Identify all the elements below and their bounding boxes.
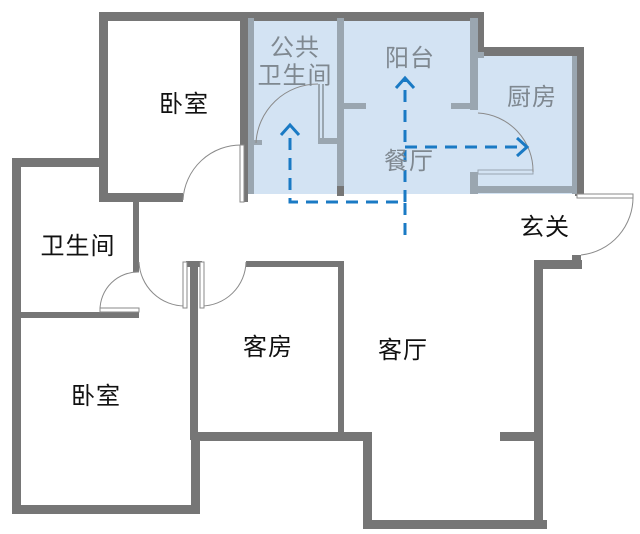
room-label-master-bedroom: 卧室 <box>159 90 209 118</box>
room-label-guest-room: 客房 <box>243 333 293 361</box>
shaded-inner-walls <box>248 18 577 194</box>
arrow-up-icon <box>394 75 416 90</box>
room-label-bathroom: 卫生间 <box>40 232 116 260</box>
route-arrows <box>279 75 530 235</box>
arrow-up-icon <box>279 122 301 137</box>
route-to-public-bathroom <box>288 132 407 235</box>
room-label-entrance: 玄关 <box>520 213 570 241</box>
arrow-right-icon <box>515 136 530 158</box>
room-label-dining: 餐厅 <box>384 147 434 175</box>
room-label-kitchen: 厨房 <box>507 83 557 111</box>
room-label-public-bathroom: 公共 卫生间 <box>257 33 333 89</box>
room-label-bedroom: 卧室 <box>71 382 121 410</box>
shaded-zone <box>248 18 578 194</box>
room-label-balcony: 阳台 <box>385 44 435 72</box>
outer-walls <box>12 12 584 529</box>
doors <box>99 83 634 313</box>
room-label-living-room: 客厅 <box>378 336 428 364</box>
interior-walls <box>21 18 344 440</box>
